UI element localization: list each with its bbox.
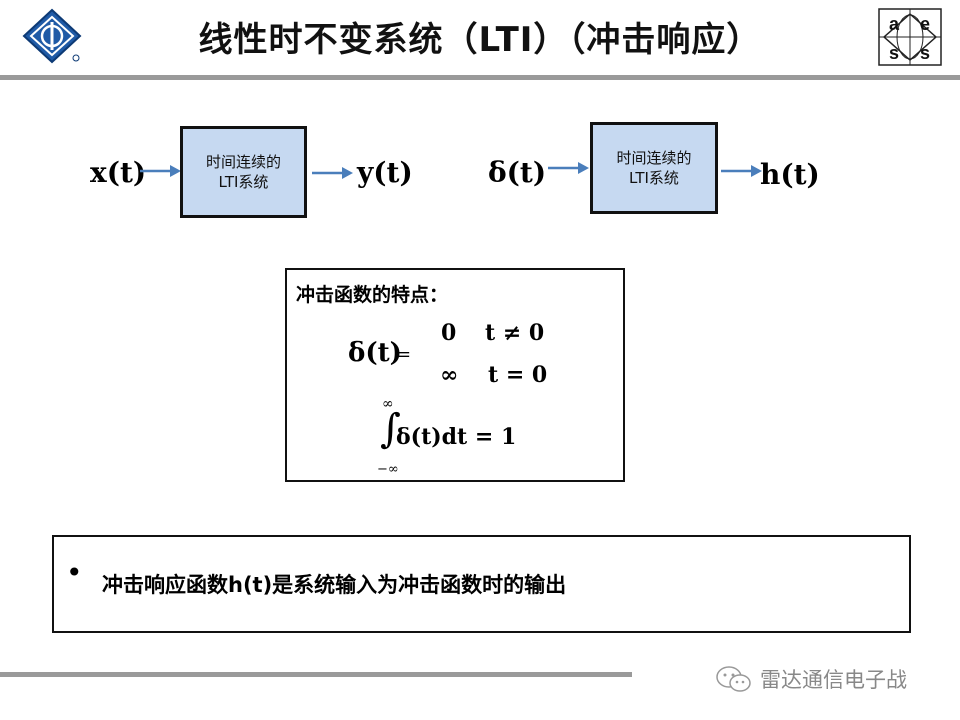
note-bullet-icon: • bbox=[66, 556, 83, 589]
right-input-signal: δ(t) bbox=[488, 156, 547, 189]
right-block-line-2: LTI系统 bbox=[629, 169, 679, 187]
right-block-line-1: 时间连续的 bbox=[616, 149, 692, 167]
left-logo-icon bbox=[22, 8, 82, 64]
left-output-arrow-icon bbox=[312, 167, 353, 179]
equals-sign: = bbox=[396, 344, 412, 365]
left-block-line-2: LTI系统 bbox=[218, 173, 269, 191]
left-input-arrow-icon bbox=[140, 165, 181, 177]
case2-value: ∞ bbox=[440, 362, 459, 388]
left-output-signal: y(t) bbox=[357, 156, 413, 189]
integral-sign: ∫ bbox=[380, 406, 401, 452]
right-system-block: 时间连续的 LTI系统 bbox=[590, 122, 718, 214]
case1-condition: t ≠ 0 bbox=[485, 320, 545, 346]
impulse-properties-box bbox=[285, 268, 625, 482]
left-input-signal: x(t) bbox=[90, 156, 147, 189]
aess-letter-s1: s bbox=[889, 43, 899, 63]
bottom-divider bbox=[0, 672, 632, 677]
case2-condition: t = 0 bbox=[488, 362, 548, 388]
aess-letter-e: e bbox=[920, 14, 930, 34]
aess-logo-icon: a e s s bbox=[878, 8, 942, 66]
slide-title: 线性时不变系统（LTI）（冲击响应） bbox=[198, 20, 762, 60]
wechat-icon bbox=[716, 666, 751, 692]
integral-lower-limit: −∞ bbox=[377, 462, 399, 477]
left-system-block: 时间连续的 LTI系统 bbox=[180, 126, 307, 218]
aess-letter-a: a bbox=[889, 14, 900, 34]
delta-lhs: δ(t) bbox=[348, 338, 402, 368]
left-block-line-1: 时间连续的 bbox=[205, 153, 281, 171]
title-divider bbox=[0, 75, 960, 80]
aess-letter-s2: s bbox=[920, 43, 930, 63]
integral-upper-limit: ∞ bbox=[382, 396, 394, 412]
integrand: δ(t)dt = 1 bbox=[396, 424, 517, 450]
properties-heading: 冲击函数的特点： bbox=[296, 284, 449, 306]
right-output-signal: h(t) bbox=[760, 158, 820, 191]
watermark-text: 雷达通信电子战 bbox=[760, 668, 907, 692]
right-output-arrow-icon bbox=[721, 165, 762, 177]
case1-value: 0 bbox=[441, 320, 457, 346]
note-text: 冲击响应函数h(t)是系统输入为冲击函数时的输出 bbox=[102, 573, 567, 597]
note-box bbox=[52, 535, 911, 633]
right-input-arrow-icon bbox=[548, 162, 589, 174]
